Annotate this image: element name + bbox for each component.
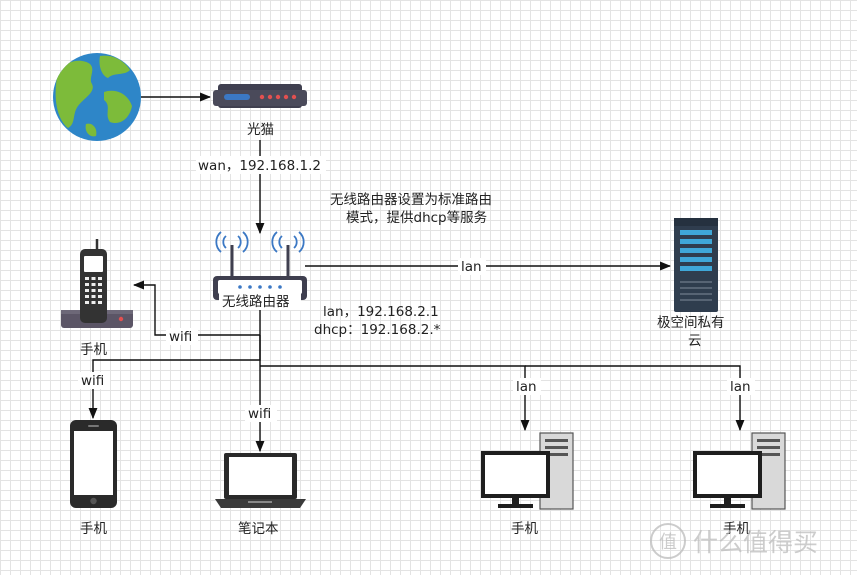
modem-icon[interactable] bbox=[213, 84, 307, 108]
server-label-line1: 极空间私有 bbox=[657, 315, 725, 331]
router-note-line1: 无线路由器设置为标准路由 bbox=[330, 192, 492, 208]
edge-router-cordless-phone bbox=[132, 280, 260, 336]
server-icon[interactable] bbox=[674, 218, 718, 312]
pc2-label: 手机 bbox=[723, 521, 751, 537]
watermark-logo-icon bbox=[650, 523, 686, 559]
router-note-line2: 模式，提供dhcp等服务 bbox=[346, 209, 487, 226]
desktop-pc-1-icon[interactable] bbox=[481, 432, 574, 510]
laptop-link-label: wifi bbox=[248, 406, 271, 422]
edge-labels: wan，192.168.1.2 无线路由器设置为标准路由 模式，提供dhcp等服… bbox=[78, 156, 755, 422]
server-label-line2: 云 bbox=[688, 333, 702, 349]
edge-router-pc2 bbox=[525, 365, 745, 432]
pc2-link-label: lan bbox=[730, 379, 751, 395]
edge-router-phone bbox=[88, 335, 261, 420]
cordless-link-label: wifi bbox=[169, 329, 192, 345]
phone-link-label: wifi bbox=[81, 373, 104, 389]
internet-globe-icon[interactable] bbox=[53, 53, 141, 141]
cordless-phone-icon[interactable] bbox=[61, 239, 133, 328]
pc1-link-label: lan bbox=[516, 379, 537, 395]
desktop-pc-2-icon[interactable] bbox=[693, 432, 786, 510]
pc1-label: 手机 bbox=[511, 521, 539, 537]
router-lan-line2: dhcp：192.168.2.* bbox=[314, 322, 441, 338]
watermark-text: 什么值得买 bbox=[693, 528, 818, 557]
phone1-label: 手机 bbox=[80, 342, 107, 358]
modem-label: 光猫 bbox=[247, 122, 274, 138]
router-icon[interactable] bbox=[213, 231, 307, 300]
wifi-wave-icon bbox=[215, 231, 305, 253]
watermark-logo-glyph: 值 bbox=[659, 532, 677, 553]
edge-router-pc1 bbox=[260, 365, 530, 432]
router-lan-line1: lan，192.168.2.1 bbox=[323, 304, 439, 320]
smartphone-icon[interactable] bbox=[70, 420, 117, 508]
laptop-icon[interactable] bbox=[215, 453, 306, 508]
server-link-label: lan bbox=[461, 259, 482, 275]
phone2-label: 手机 bbox=[80, 521, 107, 537]
watermark: 值 什么值得买 bbox=[650, 523, 818, 559]
wan-label: wan，192.168.1.2 bbox=[198, 158, 321, 174]
router-label: 无线路由器 bbox=[222, 294, 290, 310]
edges bbox=[88, 92, 745, 453]
laptop-label: 笔记本 bbox=[238, 521, 279, 537]
